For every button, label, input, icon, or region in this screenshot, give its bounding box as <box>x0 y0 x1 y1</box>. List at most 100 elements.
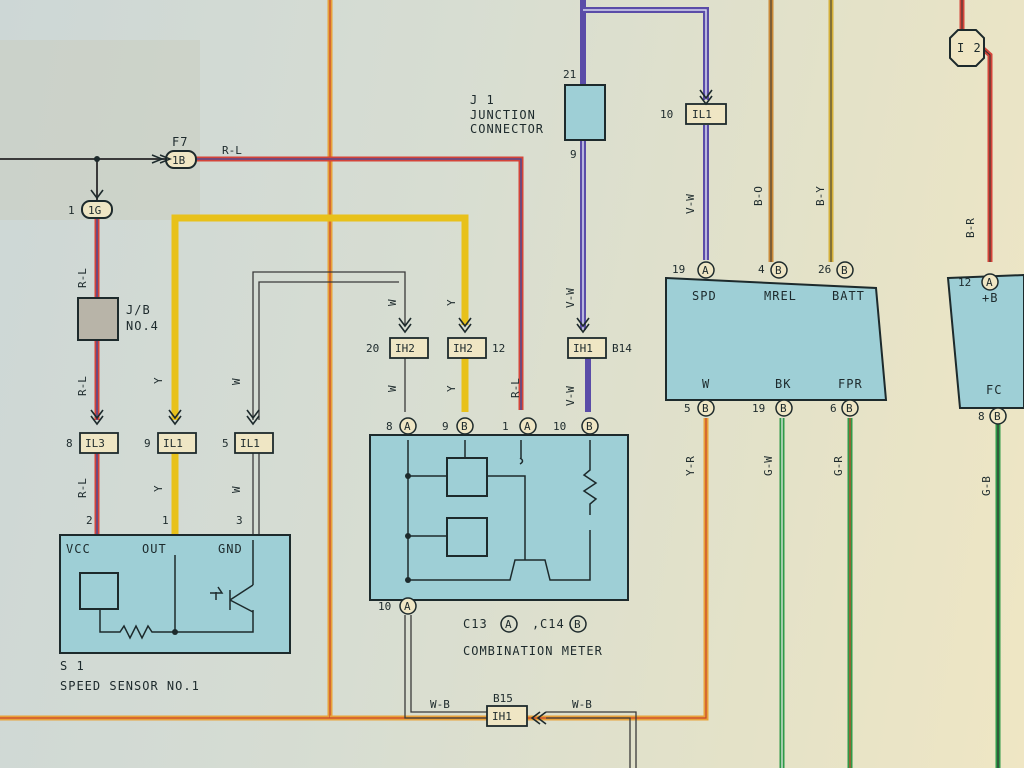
ecu-pin-fpr: FPR <box>838 377 863 391</box>
j1-pin-21: 21 <box>563 68 576 81</box>
circle-b-6: B <box>780 402 787 415</box>
circle-b-5: B <box>702 402 709 415</box>
combination-meter-box <box>369 434 629 601</box>
wire-label-r-l-4: R-L <box>509 378 522 398</box>
connector-1b <box>165 150 197 169</box>
s1-pin-vcc: VCC <box>66 542 91 556</box>
shaded-region <box>0 40 200 220</box>
ih1-b14: IH1 <box>573 342 593 355</box>
circle-a-3: A <box>404 600 411 613</box>
ih2-a: IH2 <box>395 342 415 355</box>
j1-box <box>564 84 606 141</box>
speed-sensor-box <box>59 534 291 654</box>
j1-name-line1: JUNCTION <box>470 108 536 122</box>
connector-1g-label: 1G <box>88 204 101 217</box>
wire-label-w-1: W <box>230 378 243 385</box>
pin-5-left: 5 <box>222 437 229 450</box>
wire-label-b-o: B-O <box>752 186 765 206</box>
wire-label-b-y: B-Y <box>814 186 827 206</box>
ecu-pin-spd: SPD <box>692 289 717 303</box>
wire-label-b-r: B-R <box>964 218 977 238</box>
pin-20: 20 <box>366 342 379 355</box>
connector-1g <box>81 200 113 219</box>
jb-line1: J/B <box>126 303 151 317</box>
pin-10-meter-bottom: 10 <box>378 600 391 613</box>
wire-label-g-b: G-B <box>980 476 993 496</box>
arrow-icons <box>90 89 713 725</box>
ecu-pin-mrel: MREL <box>764 289 797 303</box>
pin-9-left: 9 <box>144 437 151 450</box>
ih1-bottom: IH1 <box>492 710 512 723</box>
s1-pin-out: OUT <box>142 542 167 556</box>
wire-label-y-3: Y <box>445 299 458 306</box>
wire-label-w-2: W <box>230 486 243 493</box>
circle-a-2: A <box>524 420 531 433</box>
circle-b-7: B <box>846 402 853 415</box>
circle-b-3: B <box>775 264 782 277</box>
wire-label-w-b-1: W-B <box>430 698 450 711</box>
il1-a: IL1 <box>163 437 183 450</box>
pin-1-s1: 1 <box>162 514 169 527</box>
pin-1g-num: 1 <box>68 204 75 217</box>
s1-pin-gnd: GND <box>218 542 243 556</box>
ecu-pin-batt: BATT <box>832 289 865 303</box>
wire-y <box>171 214 469 535</box>
circle-b-4: B <box>841 264 848 277</box>
splice-i2 <box>949 29 985 67</box>
circle-a-1: A <box>404 420 411 433</box>
ecu2-pin-b: +B <box>982 291 998 305</box>
wire-label-w-4: W <box>386 385 399 392</box>
wire-label-y-r: Y-R <box>684 456 697 476</box>
wire-label-r-l-2: R-L <box>76 376 89 396</box>
pin-19-ecu: 19 <box>672 263 685 276</box>
connector-tags <box>79 103 727 727</box>
pin-8-meter: 8 <box>386 420 393 433</box>
pin-10-meter: 10 <box>553 420 566 433</box>
b15-label: B15 <box>493 692 513 705</box>
pin-1-meter: 1 <box>502 420 509 433</box>
wire-label-y-1: Y <box>152 377 165 384</box>
s1-name: SPEED SENSOR NO.1 <box>60 679 200 693</box>
wire-label-g-w: G-W <box>762 456 775 476</box>
arrow-icon <box>151 154 173 164</box>
meter-code-c13: C13 <box>463 617 488 631</box>
j1-code: J 1 <box>470 93 495 107</box>
meter-sep: , <box>532 617 540 631</box>
ecu-pin-bk: BK <box>775 377 791 391</box>
il1-top: IL1 <box>692 108 712 121</box>
circle-b-8: B <box>994 410 1001 423</box>
wire-label-r-l-1: R-L <box>76 268 89 288</box>
wire-label-w-3: W <box>386 299 399 306</box>
wire-label-v-w-3: V-W <box>684 194 697 214</box>
jb-box <box>77 297 119 341</box>
wire-label-v-w-2: V-W <box>564 386 577 406</box>
wire-label-r-l-top: R-L <box>222 144 242 157</box>
wire-green <box>779 418 1001 768</box>
wire-v-w <box>580 0 709 412</box>
pin-12: 12 <box>492 342 505 355</box>
il1-b: IL1 <box>240 437 260 450</box>
circle-a-5: A <box>986 276 993 289</box>
wire-w <box>252 271 406 535</box>
circle-b-2: B <box>586 420 593 433</box>
meter-conn-b: B <box>574 618 581 631</box>
ecu2-pin-fc: FC <box>986 383 1002 397</box>
wire-label-g-r: G-R <box>832 456 845 476</box>
pin-9-meter: 9 <box>442 420 449 433</box>
wire-label-v-w-1: V-W <box>564 288 577 308</box>
circle-a-4: A <box>702 264 709 277</box>
connector-1b-label: 1B <box>172 154 186 167</box>
pin-circles <box>399 261 1007 615</box>
circle-b-1: B <box>461 420 468 433</box>
meter-code-c14: C14 <box>540 617 565 631</box>
b14-label: B14 <box>612 342 632 355</box>
pin-2-s1: 2 <box>86 514 93 527</box>
s1-code: S 1 <box>60 659 85 673</box>
wire-w-b <box>404 615 637 768</box>
il3: IL3 <box>85 437 105 450</box>
meter-conn-a: A <box>505 618 512 631</box>
j1-name-line2: CONNECTOR <box>470 122 544 136</box>
ecu-box <box>665 276 888 401</box>
